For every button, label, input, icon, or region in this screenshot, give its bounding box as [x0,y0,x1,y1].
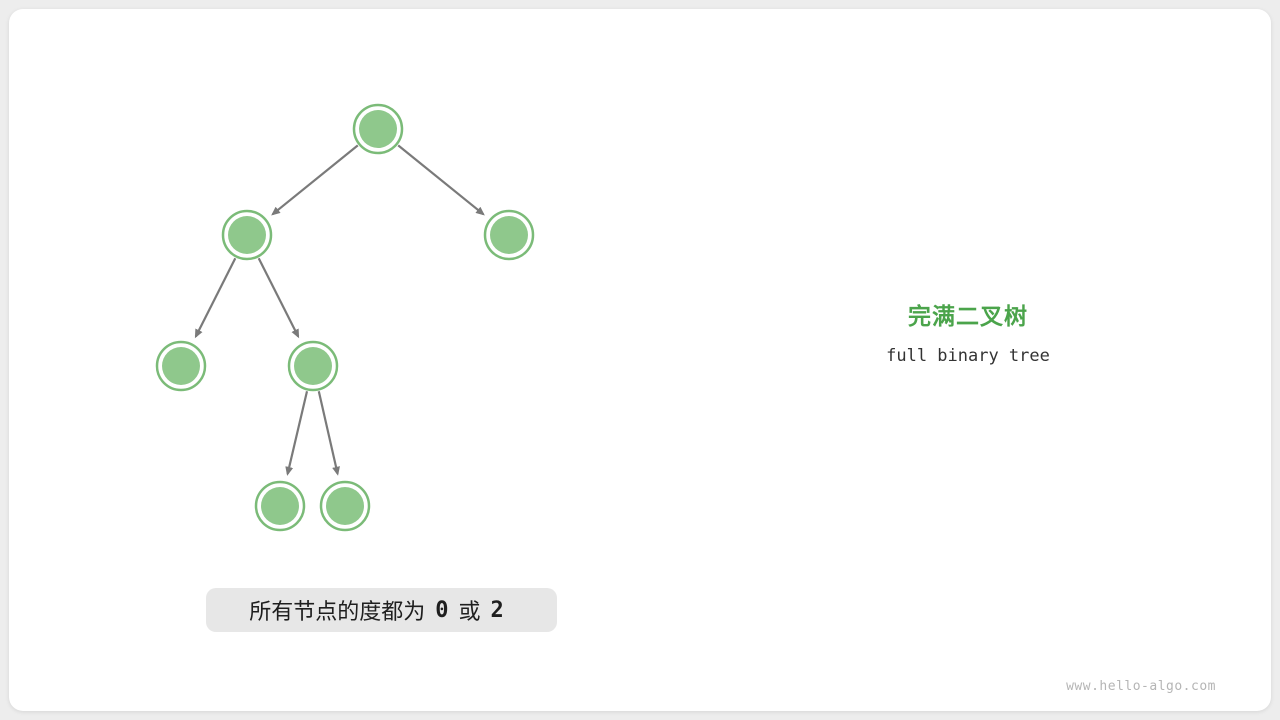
caption-value-zero: 0 [435,597,449,623]
figure-title: 完满二叉树 [908,303,1028,329]
caption-conjunction: 或 [458,599,481,624]
figure-label: 完满二叉树 full binary tree [828,297,1108,366]
caption-value-two: 2 [490,597,504,623]
caption-prefix: 所有节点的度都为 [249,599,426,624]
caption-box: 所有节点的度都为 0 或 2 [206,588,557,632]
figure-subtitle: full binary tree [886,346,1050,366]
watermark: www.hello-algo.com [1066,679,1216,694]
